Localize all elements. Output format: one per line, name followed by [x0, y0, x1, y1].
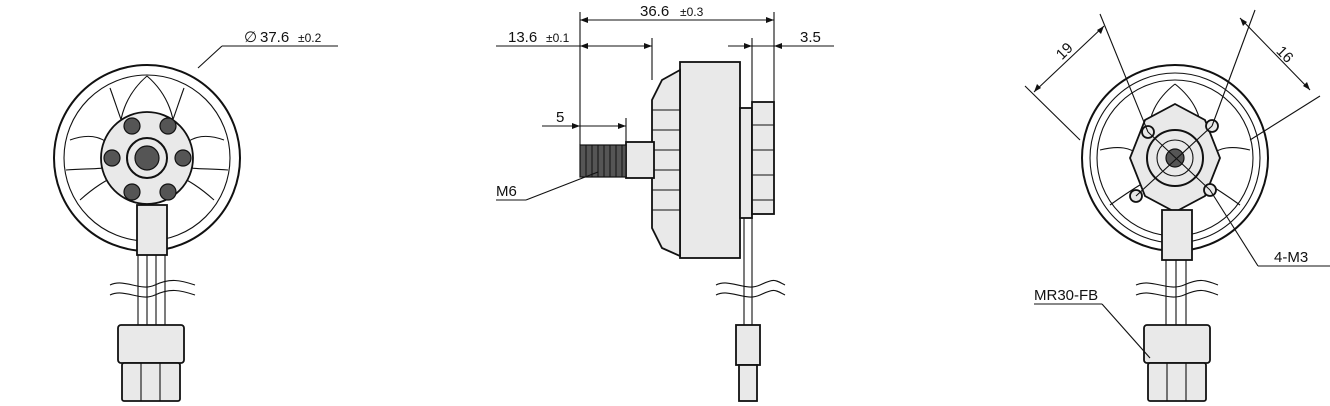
diameter-value: 37.6 [260, 29, 289, 46]
side-thread-marks [585, 145, 623, 177]
shaft-length-tolerance: ±0.1 [546, 31, 570, 45]
connector-leader-line [1101, 303, 1151, 359]
front-break-mark-upper [109, 279, 196, 288]
spacing-a-dim-line [1033, 25, 1105, 93]
thread-label: M6 [496, 183, 517, 200]
front-view: ∅ 37.6 ±0.2 [53, 29, 338, 402]
front-wires [137, 255, 166, 325]
spacing-b-dim-line [1239, 17, 1311, 91]
side-threaded-shaft [579, 144, 627, 178]
mount-thickness-value: 3.5 [800, 29, 821, 46]
connector-label: MR30-FB [1034, 287, 1098, 304]
thread-leader-line [525, 171, 599, 201]
diameter-symbol: ∅ [244, 29, 257, 46]
rear-connector-plug [1147, 362, 1207, 402]
front-bearing-outer [126, 137, 168, 179]
overall-length-value: 36.6 [640, 3, 669, 20]
side-front-fins [652, 109, 680, 211]
rear-wire-exit [1161, 209, 1193, 261]
side-connector-plug [738, 364, 758, 402]
screw-leader-line [1209, 189, 1259, 267]
front-connector-body [117, 324, 185, 364]
front-wire-exit [136, 204, 168, 256]
diameter-leader-line [197, 45, 223, 69]
side-bell-body [679, 61, 741, 259]
rear-bearing-outer [1146, 129, 1204, 187]
side-rear-base [739, 107, 753, 219]
side-break-mark-lower [715, 289, 786, 298]
rear-view: 19 16 4-M3 MR30-FB [1024, 9, 1330, 402]
rear-break-mark-lower [1135, 289, 1219, 298]
shaft-length-value: 13.6 [508, 29, 537, 46]
rear-wires [1165, 260, 1187, 325]
side-rear-ribs [752, 124, 774, 201]
spacing-a-value: 19 [1053, 39, 1077, 63]
side-shaft-collar [625, 141, 655, 179]
side-rear-mount [751, 101, 775, 215]
spacing-b-value: 16 [1273, 43, 1297, 67]
side-view: 36.6 ±0.3 13.6 ±0.1 3.5 5 M6 [496, 3, 834, 402]
front-shaft-bore [134, 145, 160, 171]
side-front-cap [651, 68, 681, 258]
rear-break-mark-upper [1135, 279, 1219, 288]
front-screw-holes [103, 117, 192, 201]
rear-connector-body [1143, 324, 1211, 364]
overall-length-tolerance: ±0.3 [680, 5, 704, 19]
screw-label: 4-M3 [1274, 249, 1308, 266]
front-connector-plug [121, 362, 181, 402]
front-break-mark-lower [109, 289, 196, 298]
diameter-tolerance: ±0.2 [298, 31, 322, 45]
side-connector-body [735, 324, 761, 366]
thread-length-value: 5 [556, 109, 564, 126]
side-break-mark-upper [715, 279, 786, 288]
